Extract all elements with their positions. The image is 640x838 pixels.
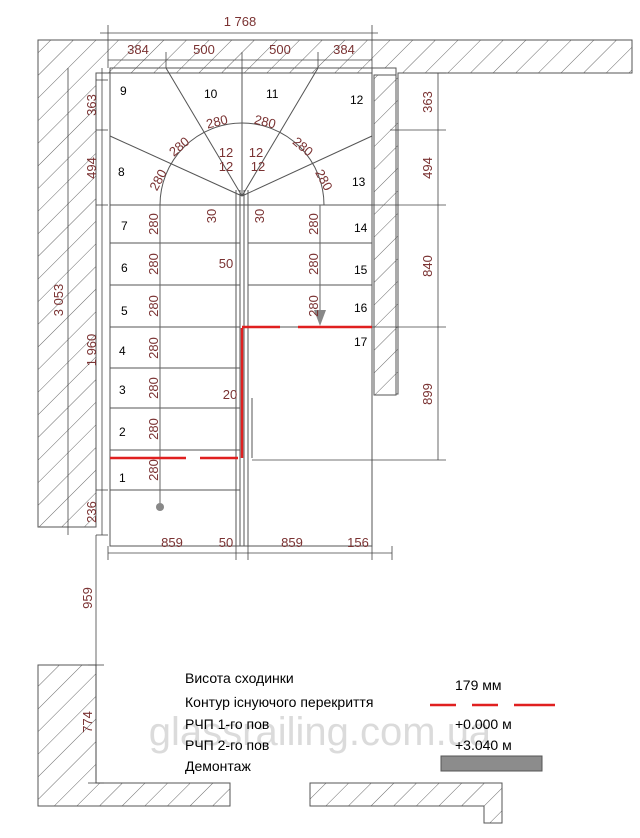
center-label-d: 12 [251,159,265,174]
legend-floor2-label: РЧП 2-го пов [185,737,269,753]
center-label-a: 12 [219,145,233,160]
watermark: glassrailing.com.ua [149,710,492,754]
step-depth-label: 280 [306,295,321,317]
center-labels: 12 12 12 12 30 30 50 20 [204,145,267,402]
center-label-b: 12 [249,145,263,160]
step-number: 5 [121,304,128,318]
step-depth-label: 280 [146,253,161,275]
top-dimensions: 1 768 384 500 500 384 [127,14,355,57]
upper-wall [37,39,633,528]
left-dimensions: 3 053 1 960 363 494 236 959 774 [51,94,99,733]
step-number: 11 [266,87,279,101]
dim-left-lower: 1 960 [84,334,99,367]
post-gap-label: 50 [219,256,233,271]
dim-right-mid: 840 [420,255,435,277]
legend-step-height-label: Висота сходинки [185,670,294,686]
step-numbers: 1 2 3 4 5 6 7 8 9 10 11 12 13 14 15 16 1… [118,84,368,485]
legend-demolition-label: Демонтаж [185,758,251,774]
step-depth-label: 280 [146,459,161,481]
step-number: 16 [354,301,368,315]
step-depth-label: 280 [146,377,161,399]
step-depth-label: 280 [306,253,321,275]
step-number: 3 [119,383,126,397]
step-number: 13 [352,175,366,189]
step-number: 12 [350,93,364,107]
dimension-lines [67,25,446,784]
post-gap-low-label: 20 [223,387,237,402]
right-dimensions: 363 494 840 899 [420,91,435,405]
floor-slab-right [309,782,503,824]
dim-right-lower: 899 [420,383,435,405]
legend-demolition-swatch [440,755,543,772]
dim-right-upper-b: 494 [420,157,435,179]
step-number: 15 [354,263,368,277]
right-wall-piece [373,74,397,396]
step-number: 9 [120,84,127,98]
step-number: 8 [118,165,125,179]
step-depth-label: 280 [253,112,278,132]
step-number: 10 [204,87,218,101]
walking-line [156,205,326,511]
dim-bottom-1: 859 [161,535,183,550]
dim-top-3: 500 [269,42,291,57]
step-number: 4 [119,344,126,358]
dim-bottom-4: 156 [347,535,369,550]
walking-arrow-icon [314,310,326,326]
dim-left-upper-a: 363 [84,94,99,116]
dim-left-bottom: 236 [84,501,99,523]
step-number: 6 [121,261,128,275]
step-number: 17 [354,335,368,349]
dim-top-1: 384 [127,42,149,57]
gap-left-label: 30 [204,209,219,223]
step-number: 2 [119,425,126,439]
start-dot [156,503,164,511]
stair-outline [109,67,373,547]
step-depth-label: 280 [146,213,161,235]
dim-lower-wall: 774 [80,711,95,733]
dim-total-width: 1 768 [224,14,257,29]
dim-top-2: 500 [193,42,215,57]
dim-right-upper-a: 363 [420,91,435,113]
step-depth-label: 280 [290,134,316,159]
step-number: 7 [121,219,128,233]
dim-top-4: 384 [333,42,355,57]
bottom-dimensions: 859 50 859 156 [161,535,369,550]
dim-left-total: 3 053 [51,284,66,317]
dim-offset-vertical: 959 [80,587,95,609]
step-number: 14 [354,221,368,235]
legend-floor1-value: +0.000 м [455,716,512,732]
step-depth-label: 280 [312,167,335,193]
step-depth-label: 280 [146,418,161,440]
legend-step-height-value: 179 мм [455,677,502,693]
dim-bottom-3: 859 [281,535,303,550]
center-label-c: 12 [219,159,233,174]
gap-right-label: 30 [252,209,267,223]
step-depth-label: 280 [306,213,321,235]
step-depth-label: 280 [146,167,169,193]
legend: Висота сходинки 179 мм Контур існуючого … [185,670,555,774]
dim-left-upper-b: 494 [84,157,99,179]
step-depth-label: 280 [166,134,192,159]
dim-bottom-2: 50 [219,535,233,550]
legend-floor2-value: +3.040 м [455,737,512,753]
step-number: 1 [119,471,126,485]
legend-floor1-label: РЧП 1-го пов [185,716,269,732]
slab-contour [110,325,372,460]
step-depth-label: 280 [146,295,161,317]
step-depth-label: 280 [146,337,161,359]
walls [37,39,633,824]
legend-contour-label: Контур існуючого перекриття [185,694,373,710]
step-depth-label: 280 [205,112,230,132]
